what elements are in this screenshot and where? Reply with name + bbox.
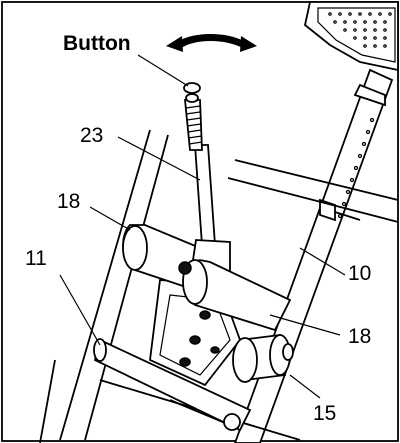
seat — [304, 1, 399, 72]
button-callout-label: Button — [63, 32, 131, 55]
part-label-11: 11 — [25, 247, 47, 270]
part-label-18-lower: 18 — [348, 325, 371, 348]
part-label-18-upper: 18 — [57, 190, 80, 213]
knob-15 — [232, 333, 294, 383]
frame-rails — [39, 129, 399, 443]
part-label-15: 15 — [313, 402, 336, 425]
part-label-23: 23 — [80, 124, 103, 147]
rotate-arrow-icon — [166, 34, 257, 52]
base-tube-11 — [93, 338, 252, 432]
leader-lines — [59, 54, 346, 399]
roller-pad-18b — [178, 259, 292, 332]
part-label-10: 10 — [348, 262, 371, 285]
